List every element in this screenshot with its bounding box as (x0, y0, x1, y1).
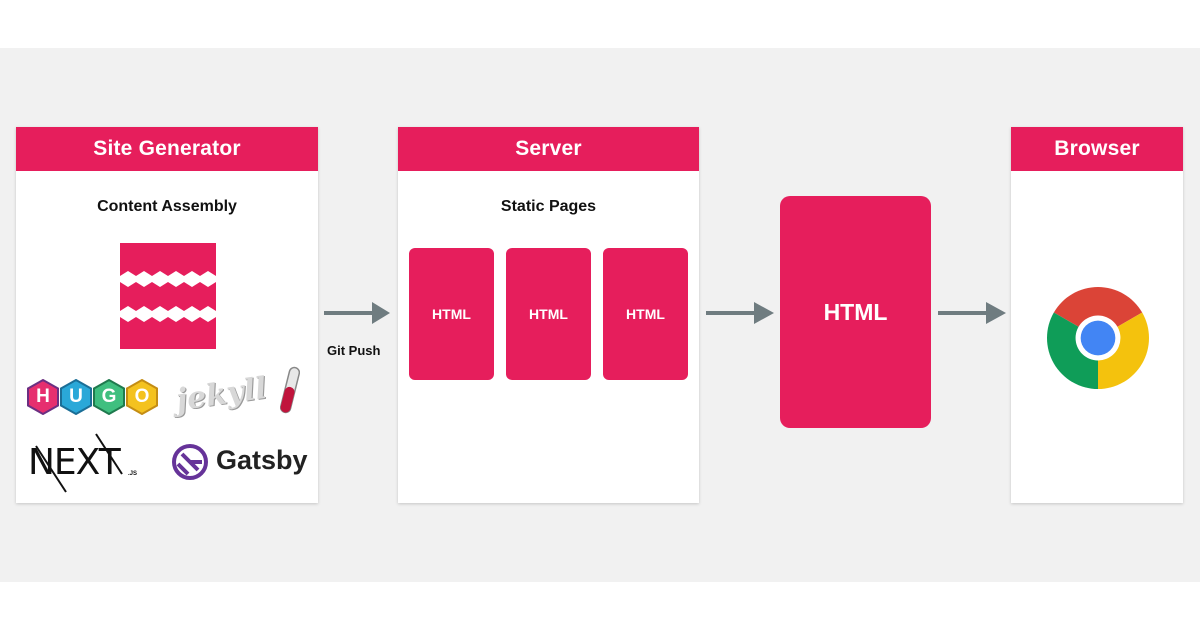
hugo-hexagon-u-icon (60, 379, 92, 415)
static-page-html: HTML (506, 248, 591, 380)
hugo-hexagon-g-icon (93, 379, 125, 415)
nextjs-slash-icon (35, 433, 123, 493)
test-tube-icon (280, 366, 300, 414)
serve-arrow-icon (706, 302, 774, 324)
site-generator-title: Site Generator (16, 127, 318, 171)
hugo-letter: O (134, 386, 150, 407)
deliver-arrow-icon (938, 302, 1006, 324)
static-page-html: HTML (409, 248, 494, 380)
content-assembly-label: Content Assembly (97, 198, 237, 215)
hugo-letter: G (101, 386, 117, 407)
git-push-label: Git Push (327, 343, 381, 358)
hugo-hexagon-o-icon (126, 379, 158, 415)
static-pages-label: Static Pages (500, 198, 597, 215)
server-title: Server (398, 127, 699, 171)
git-push-arrow-icon (324, 302, 390, 324)
jekyll-wordmark: jekyll (174, 370, 269, 419)
gatsby-icon (172, 444, 208, 480)
server-panel: Server Static Pages HTML HTML HTML (398, 127, 699, 503)
hugo-logo: H U G O (26, 379, 161, 415)
static-page-html: HTML (603, 248, 688, 380)
html-output-box: HTML (780, 196, 931, 428)
chrome-icon (1047, 287, 1149, 389)
hugo-letter: H (36, 386, 50, 407)
gatsby-wordmark: Gatsby (216, 445, 308, 475)
site-generator-panel: Site Generator Content Assembly H U G O … (16, 127, 318, 503)
nextjs-suffix: .JS (128, 471, 138, 477)
browser-panel: Browser (1011, 127, 1183, 503)
nextjs-logo: NEXT .JS (28, 432, 158, 496)
jekyll-logo: jekyll (174, 365, 306, 423)
browser-title: Browser (1011, 127, 1183, 171)
content-assembly-icon (120, 243, 216, 349)
hugo-hexagon-h-icon (27, 379, 59, 415)
hugo-letter: U (69, 386, 83, 407)
